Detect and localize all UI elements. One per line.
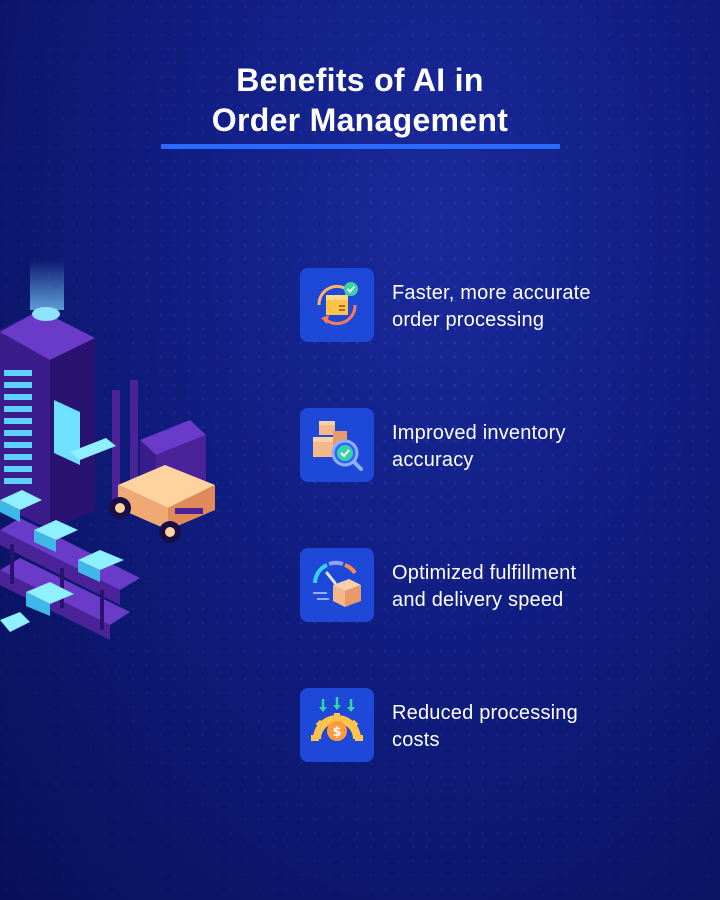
benefit-text-line-2: and delivery speed xyxy=(392,589,564,611)
benefit-item-costs: $ Reduced processing costs xyxy=(300,688,700,763)
speed-gauge-box-icon xyxy=(313,560,361,607)
benefit-icon-box xyxy=(300,548,374,622)
benefit-icon-box xyxy=(300,268,374,342)
boxes-magnifier-check-icon xyxy=(313,421,363,471)
warehouse-forklift-illustration xyxy=(0,260,215,640)
benefit-text-line-2: order processing xyxy=(392,309,545,331)
benefit-text-line-1: Reduced processing xyxy=(392,702,578,724)
benefit-text: Faster, more accurate order processing xyxy=(392,280,692,334)
benefit-text: Reduced processing costs xyxy=(392,700,692,754)
benefit-text: Improved inventory accuracy xyxy=(392,420,692,474)
title-line-2: Order Management xyxy=(211,102,509,138)
benefit-item-fulfillment: Optimized fulfillment and delivery speed xyxy=(300,548,700,623)
benefit-text-line-1: Faster, more accurate xyxy=(392,282,591,304)
title-line-1: Benefits of AI in xyxy=(236,62,484,98)
benefit-item-inventory: Improved inventory accuracy xyxy=(300,408,700,483)
box-cycle-check-icon xyxy=(317,282,358,326)
benefit-icon-box: $ xyxy=(300,688,374,762)
benefit-icon-box xyxy=(300,408,374,482)
benefit-text-line-1: Improved inventory xyxy=(392,422,566,444)
benefit-text-line-2: accuracy xyxy=(392,449,474,471)
svg-text:$: $ xyxy=(332,725,341,740)
benefit-text-line-2: costs xyxy=(392,729,440,751)
gear-dollar-icon: $ xyxy=(311,697,363,741)
benefit-text-line-1: Optimized fulfillment xyxy=(392,562,577,584)
benefit-text: Optimized fulfillment and delivery speed xyxy=(392,560,692,614)
benefit-item-processing: Faster, more accurate order processing xyxy=(300,268,700,343)
page-title: Benefits of AI in Order Management xyxy=(0,60,720,140)
title-underline xyxy=(161,144,560,149)
